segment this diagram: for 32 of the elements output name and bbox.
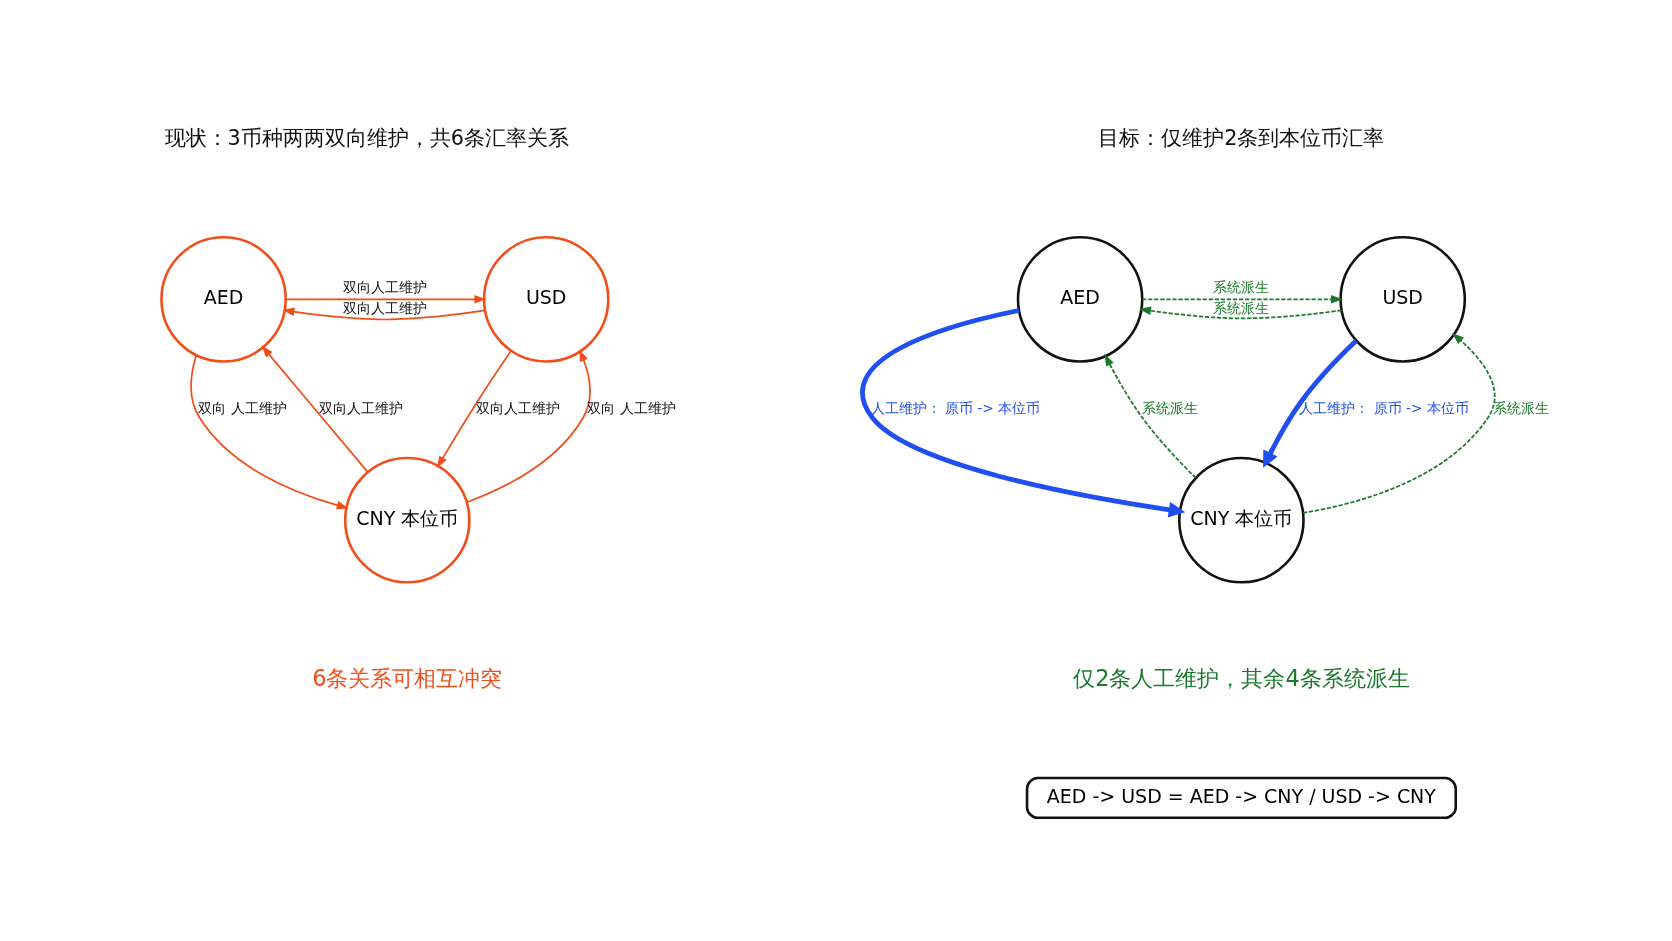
node-circle: CNY 本位币 [1178,456,1305,584]
node-circle: AED [160,235,287,363]
node-circle: AED [1016,235,1144,363]
edge-label: 系统派生 [1213,278,1270,295]
edge-label: 人工维护： 原币 -> 本位币 [870,399,1041,416]
edge-label: 双向人工维护 [342,278,427,295]
arrow [860,307,1186,518]
label: 仅2条人工维护，其余4条系统派生 [1073,664,1410,691]
label: 目标：仅维护2条到本位币汇率 [1098,125,1385,150]
label: 6条关系可相互冲突 [312,664,503,691]
arrow [1141,294,1344,304]
edge-label: 双向人工维护 [476,399,561,416]
arrow [1302,332,1496,514]
edge-label: 双向 人工维护 [198,399,287,416]
edge-label: 双向人工维护 [342,299,427,316]
edge-label: 人工维护： 原币 -> 本位币 [1299,399,1470,416]
edge-label: 系统派生 [1492,399,1549,416]
arrow [284,294,487,304]
edge-label: 系统派生 [1141,399,1198,416]
node-box: AED -> USD = AED -> CNY / USD -> CNY [1025,776,1458,819]
arrow [1138,306,1343,319]
arrow [261,344,369,473]
arrow [466,348,591,503]
arrow [436,349,512,468]
label: 现状：3币种两两双向维护，共6条汇率关系 [164,125,569,150]
arrow [1263,338,1358,468]
arrow [190,353,349,509]
edge-label: 系统派生 [1213,299,1270,316]
edge-label: 双向 人工维护 [587,399,676,416]
arrow [282,307,486,320]
edge-label: 双向人工维护 [319,399,404,416]
arrow [1104,353,1197,479]
